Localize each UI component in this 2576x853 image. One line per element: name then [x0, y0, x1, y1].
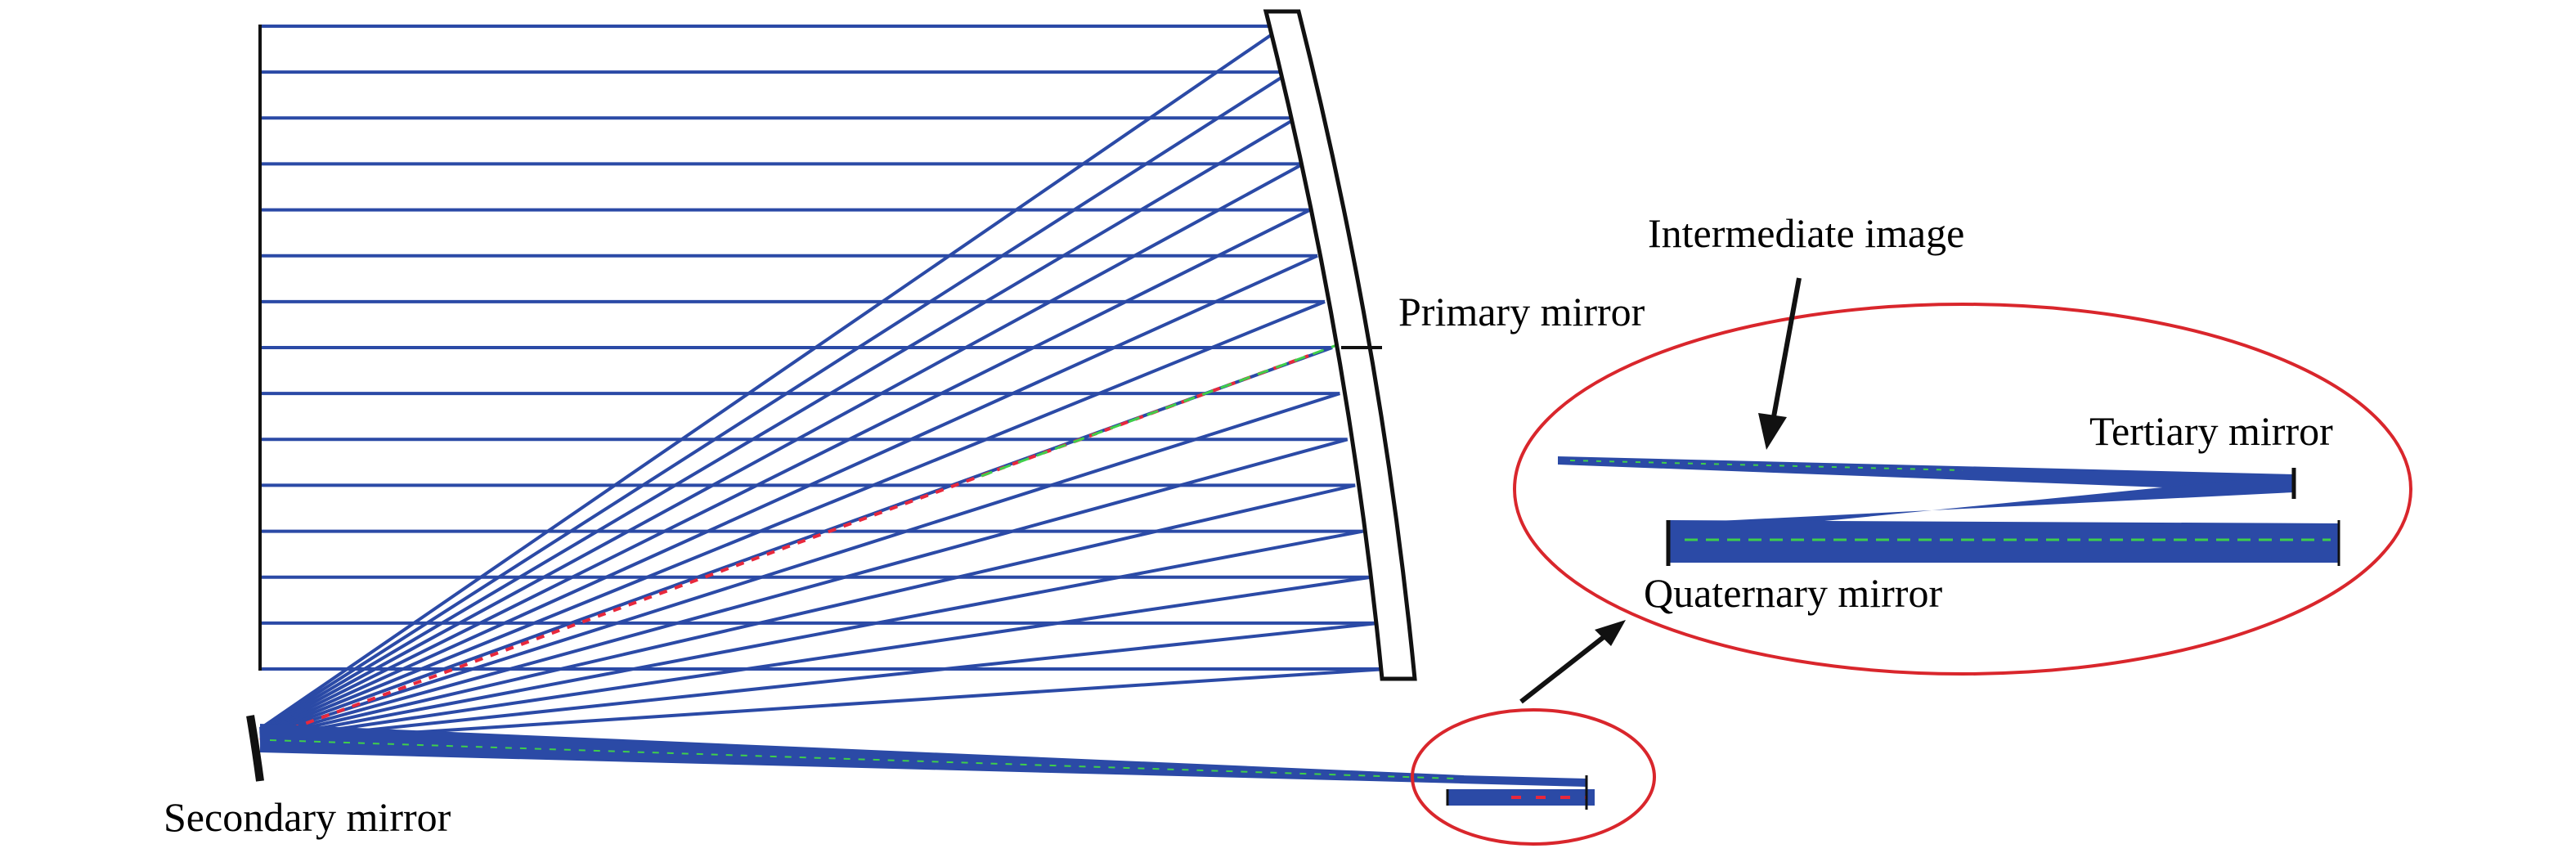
converging-beam-dash	[269, 739, 1456, 779]
zoom-arrow	[1519, 620, 1626, 704]
label-primary-mirror: Primary mirror	[1398, 289, 1645, 334]
label-secondary-mirror: Secondary mirror	[164, 794, 451, 840]
reflected-ray	[259, 575, 1371, 743]
reflected-rays	[258, 25, 1388, 744]
small-mirror-group	[1446, 775, 1595, 810]
label-tertiary-mirror: Tertiary mirror	[2089, 408, 2333, 454]
small-highlight-circle	[1411, 708, 1656, 846]
reflected-ray	[259, 300, 1326, 737]
reflected-ray	[258, 116, 1298, 733]
reflected-ray	[259, 529, 1364, 742]
reflected-ray	[259, 254, 1318, 735]
primary-mirror	[1263, 9, 1417, 681]
reflected-ray	[259, 392, 1340, 739]
reflected-ray	[259, 162, 1304, 734]
enlarged-view-circle	[1513, 303, 2412, 676]
reflected-ray	[259, 483, 1356, 740]
converging-beam	[260, 724, 1464, 783]
chief-ray	[259, 354, 1309, 742]
reflected-ray	[259, 621, 1380, 743]
label-quaternary-mirror: Quaternary mirror	[1644, 570, 1942, 616]
reflected-ray	[259, 667, 1388, 744]
intermediate-image-arrow	[1758, 277, 1802, 450]
reflected-ray	[259, 438, 1349, 739]
reflected-ray	[259, 208, 1312, 734]
reflected-ray	[258, 25, 1286, 730]
chief-ray-green	[981, 342, 1342, 478]
secondary-mirror	[246, 715, 264, 782]
enlarged-mirror-group	[1558, 456, 2340, 566]
label-intermediate-image: Intermediate image	[1648, 210, 1964, 256]
reflected-ray	[258, 70, 1291, 731]
incoming-rays	[260, 25, 1387, 671]
